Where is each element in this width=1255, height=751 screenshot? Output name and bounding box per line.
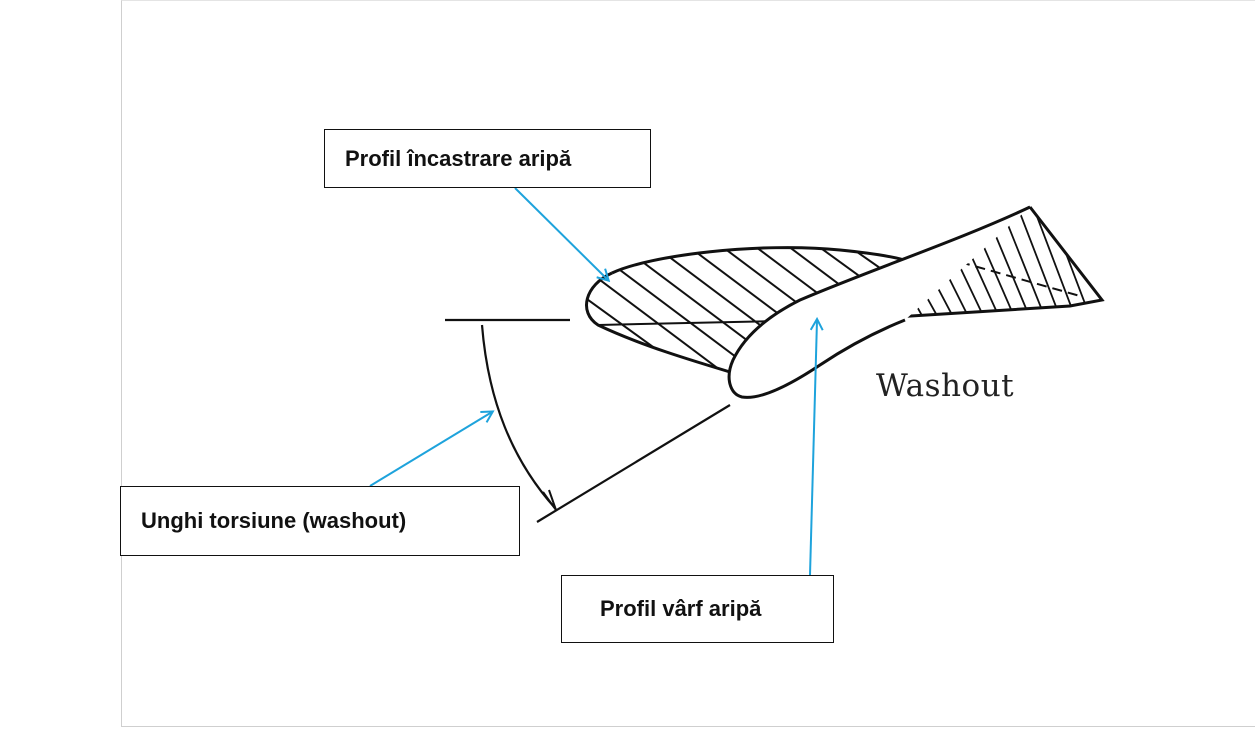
angle-construction xyxy=(445,318,731,523)
arrow-root-profile xyxy=(514,187,608,280)
root-profile-text: Profil încastrare aripă xyxy=(345,145,572,171)
root-profile-label: Profil încastrare aripă xyxy=(324,129,651,188)
twist-angle-text: Unghi torsiune (washout) xyxy=(141,508,407,533)
washout-title: Washout xyxy=(876,368,1015,404)
leader-arrows xyxy=(369,187,817,576)
twist-angle-label: Unghi torsiune (washout) xyxy=(120,486,520,556)
arrow-twist-angle xyxy=(369,412,492,487)
tip-profile-text: Profil vârf aripă xyxy=(600,596,762,621)
tip-profile-label: Profil vârf aripă xyxy=(561,575,834,643)
arrow-tip-profile xyxy=(809,320,817,576)
tip-airfoil xyxy=(727,205,1031,399)
